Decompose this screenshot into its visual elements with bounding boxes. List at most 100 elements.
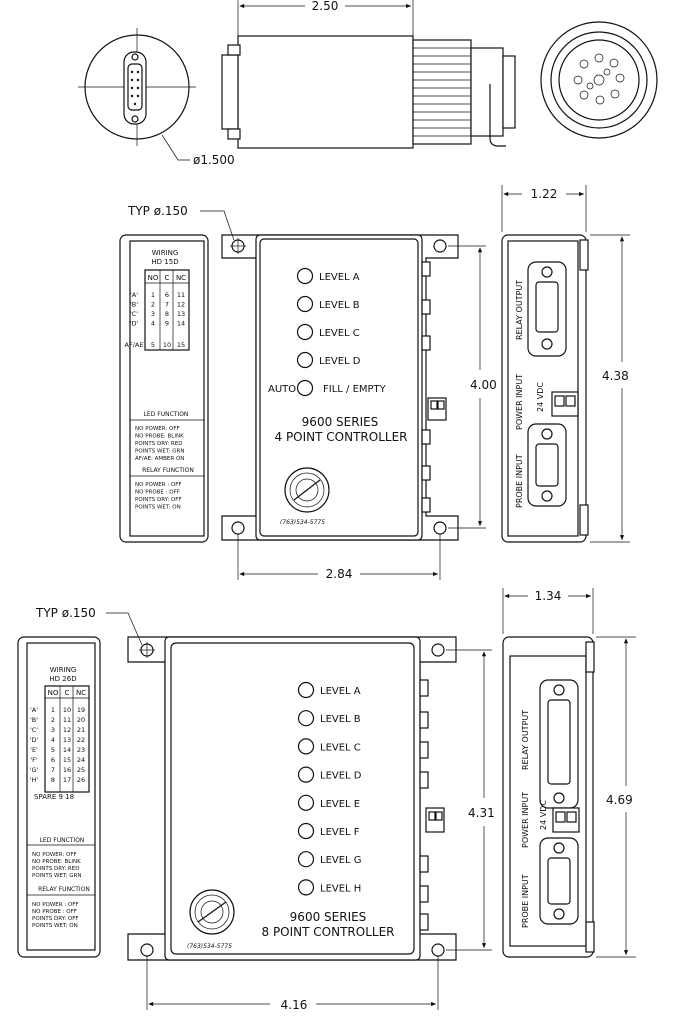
ctrl4-probe-input-port <box>527 423 567 507</box>
wiring-header: C <box>65 689 70 697</box>
relay-function-line: POINTS WET: ON <box>135 505 181 511</box>
relay-function-line: NO PROBE : OFF <box>32 909 77 915</box>
wiring-cell-c: 17 <box>63 776 71 784</box>
ctrl8-front-face <box>164 636 421 961</box>
ctrl8-probe-input: PROBE INPUT <box>521 874 530 928</box>
level-label: LEVEL D <box>320 771 362 782</box>
wiring-cell-c: 10 <box>163 341 171 349</box>
connector-side-body <box>237 35 414 149</box>
ctrl4-relay-output: RELAY OUTPUT <box>515 280 524 340</box>
led-indicator <box>296 323 314 341</box>
wiring-cell-no: 1 <box>151 291 155 299</box>
ctrl4-height-dim: 4.00 <box>470 378 497 392</box>
relay-function-line: NO POWER : OFF <box>135 482 182 488</box>
led-indicator <box>297 710 315 727</box>
wiring-row-label: 'H' <box>30 776 39 784</box>
led-function-line: NO POWER: OFF <box>32 852 77 858</box>
ctrl4-typ-hole: TYP ø.150 <box>127 204 188 218</box>
wiring-cell-nc: 26 <box>77 776 85 784</box>
ctrl8-power-input: POWER INPUT <box>521 792 530 848</box>
level-label: LEVEL C <box>320 742 361 753</box>
wiring-cell-no: 2 <box>51 716 55 724</box>
ctrl8-model: 8 POINT CONTROLLER <box>262 925 395 939</box>
wiring-cell-nc: 25 <box>77 766 85 774</box>
wiring-row-label: 'E' <box>30 746 38 754</box>
wiring-header: NO <box>148 274 159 282</box>
ctrl4-series: 9600 SERIES <box>302 415 379 429</box>
wiring-cell-nc: 12 <box>177 301 185 309</box>
wiring-cell-nc: 21 <box>77 726 85 734</box>
ctrl4-width-dim: 2.84 <box>326 567 353 581</box>
wiring-cell-c: 9 <box>165 320 169 328</box>
wiring-cell-c: 7 <box>165 301 169 309</box>
led-function-line: POINTS DRY: RED <box>32 866 79 872</box>
wiring-cell-c: 10 <box>63 706 71 714</box>
level-label: LEVEL C <box>319 328 360 339</box>
wiring-cell-nc: 19 <box>77 706 85 714</box>
wiring-row-label: AF/AE <box>125 341 144 349</box>
relay-function-line: POINTS DRY: OFF <box>32 916 79 922</box>
wiring-row-label: 'D' <box>30 736 39 744</box>
ctrl8-typ-hole: TYP ø.150 <box>35 606 96 620</box>
wiring-cell-c: 6 <box>165 291 169 299</box>
led-indicator <box>297 851 315 868</box>
ctrl4-relay-title: RELAY FUNCTION <box>142 467 194 474</box>
level-label: LEVEL B <box>320 714 361 725</box>
ctrl8-relay-output: RELAY OUTPUT <box>521 710 530 770</box>
wiring-header: NO <box>48 689 59 697</box>
ctrl4-power-input: POWER INPUT <box>515 374 524 430</box>
wiring-cell-c: 12 <box>63 726 71 734</box>
wiring-cell-c: 15 <box>63 756 71 764</box>
wiring-row-label: 'B' <box>30 716 38 724</box>
wiring-cell-no: 6 <box>51 756 55 764</box>
led-function-line: POINTS WET: GRN <box>135 449 184 455</box>
wiring-cell-nc: 11 <box>177 291 185 299</box>
ctrl4-led-title: LED FUNCTION <box>144 411 189 418</box>
ctrl4-label-panel <box>119 234 209 543</box>
wiring-header: NC <box>176 274 186 282</box>
wiring-cell-no: 5 <box>151 341 155 349</box>
ctrl4-auto-label: AUTO <box>268 384 296 395</box>
ctrl4-badge-text: (763)534-5775 <box>280 519 325 526</box>
ctrl4-wiring-title: WIRING <box>152 249 179 257</box>
ctrl8-relay-output-port <box>539 679 579 809</box>
wiring-cell-no: 3 <box>151 310 155 318</box>
wiring-row-label: 'A' <box>130 291 138 299</box>
wiring-cell-c: 8 <box>165 310 169 318</box>
ctrl8-width-dim: 4.16 <box>281 998 308 1012</box>
ctrl8-logo-badge <box>189 889 235 935</box>
ctrl4-fill-empty-label: FILL / EMPTY <box>323 384 387 395</box>
ctrl8-led-title: LED FUNCTION <box>40 837 85 844</box>
ctrl4-relay-output-port <box>527 261 567 357</box>
connector-views: 2.50 ø1.500 <box>78 0 658 167</box>
level-label: LEVEL E <box>320 799 360 810</box>
led-indicator <box>297 794 315 811</box>
led-indicator <box>297 822 315 840</box>
wiring-row-label: 'D' <box>130 320 139 328</box>
wiring-cell-c: 14 <box>63 746 71 754</box>
level-label: LEVEL F <box>320 827 360 838</box>
led-function-line: AF/AE: AMBER ON <box>135 456 184 462</box>
ctrl8-relay-title: RELAY FUNCTION <box>38 886 90 893</box>
wiring-cell-no: 1 <box>51 706 55 714</box>
ctrl8-spare: SPARE 9 18 <box>34 793 74 801</box>
wiring-cell-no: 4 <box>51 736 55 744</box>
wiring-cell-no: 8 <box>51 776 55 784</box>
connector-length-dim: 2.50 <box>312 0 339 13</box>
ctrl4-probe-input: PROBE INPUT <box>515 454 524 508</box>
led-indicator <box>297 681 315 699</box>
wiring-cell-no: 7 <box>51 766 55 774</box>
level-label: LEVEL B <box>319 300 360 311</box>
wiring-cell-c: 13 <box>63 736 71 744</box>
led-function-line: POINTS WET: GRN <box>32 873 81 879</box>
ctrl4-model: 4 POINT CONTROLLER <box>275 430 408 444</box>
wiring-cell-nc: 20 <box>77 716 85 724</box>
connector-diameter-dim: ø1.500 <box>193 153 235 167</box>
wiring-cell-no: 5 <box>51 746 55 754</box>
wiring-cell-no: 3 <box>51 726 55 734</box>
wiring-cell-no: 4 <box>151 320 155 328</box>
level-label: LEVEL H <box>320 883 361 894</box>
